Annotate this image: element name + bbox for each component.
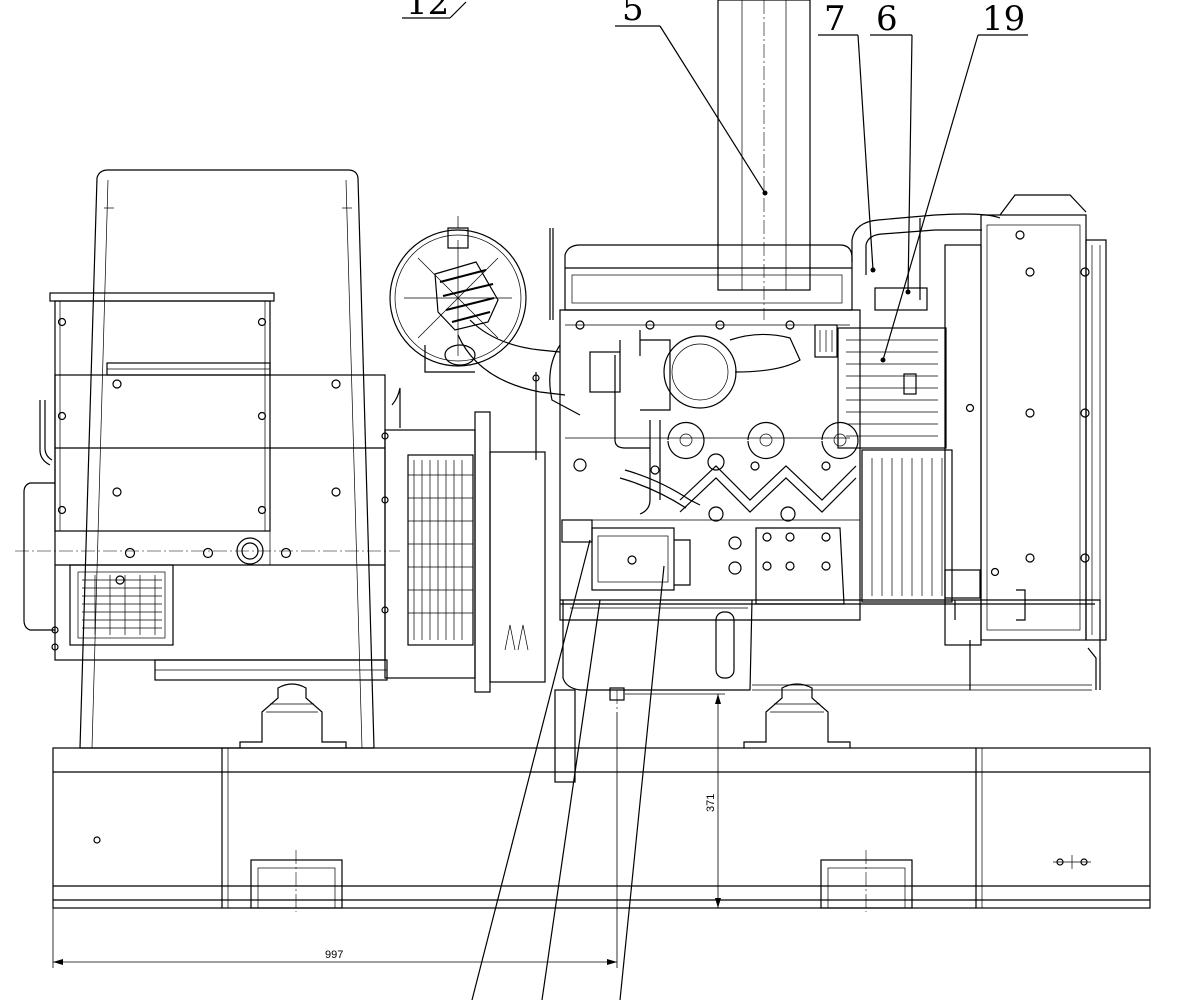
exhaust-stack — [717, 0, 811, 320]
air-filter — [389, 216, 566, 396]
alternator-frame — [79, 169, 375, 749]
fan-guard — [384, 387, 546, 693]
radiator — [837, 194, 1107, 646]
dimension-lines — [52, 693, 725, 968]
callout-7: 7 — [824, 0, 846, 39]
engine — [532, 228, 1101, 783]
anti-vibration-mounts — [239, 683, 851, 748]
dimension-997: 997 — [325, 949, 343, 961]
base-frame — [52, 747, 1151, 912]
callout-12: 12 — [406, 0, 449, 23]
callout-5: 5 — [622, 0, 644, 29]
callout-leaders — [402, 1, 1028, 1000]
callout-6: 6 — [876, 0, 898, 39]
dimension-371: 371 — [705, 794, 717, 812]
alternator — [15, 292, 400, 681]
callout-19: 19 — [982, 0, 1025, 39]
